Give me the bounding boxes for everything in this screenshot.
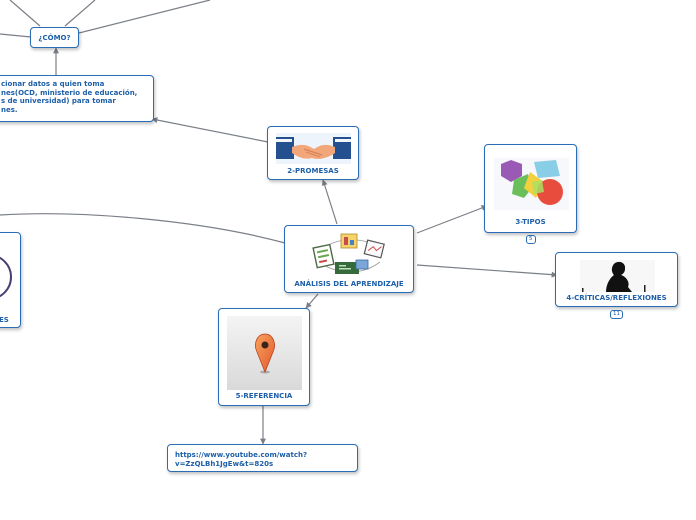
node-datos[interactable]: cionar datos a quien toma nes(OCD, minis… — [0, 75, 154, 122]
connector-como-up3 — [79, 0, 210, 33]
node-como-label: ¿CÓMO? — [31, 34, 78, 42]
node-promesas-label: 2-PROMESAS — [268, 167, 358, 175]
node-promesas[interactable]: 2-PROMESAS — [267, 126, 359, 180]
node-como[interactable]: ¿CÓMO? — [30, 27, 79, 48]
node-datos-line-2: nes(OCD, ministerio de educación, — [1, 89, 147, 98]
thinker-silhouette-image — [580, 260, 655, 292]
node-criticas-count-badge[interactable]: 11 — [610, 310, 623, 319]
node-url-line-1: https://www.youtube.com/watch? — [175, 451, 350, 460]
connector-central-referencia — [306, 294, 318, 308]
node-datos-line-1: cionar datos a quien toma — [1, 80, 147, 89]
connector-como-up1 — [10, 0, 40, 26]
connector-como-left — [0, 34, 31, 37]
node-url-line-2: v=ZzQLBh1JgEw&t=820s — [175, 460, 350, 469]
shapes-image — [494, 158, 569, 210]
learning-analytics-image — [312, 232, 388, 276]
node-referencia-label: 5-REFERENCIA — [219, 392, 309, 400]
node-left-partial[interactable]: ES — [0, 232, 21, 328]
connector-central-tipos — [417, 206, 487, 233]
node-datos-line-4: nes. — [1, 106, 147, 115]
node-datos-line-3: s de universidad) para tomar — [1, 97, 147, 106]
node-criticas[interactable]: 4-CRÍTICAS/REFLEXIONES — [555, 252, 678, 307]
node-tipos-label: 3-TIPOS — [485, 218, 576, 226]
connector-como-up2 — [65, 0, 95, 26]
node-referencia[interactable]: 5-REFERENCIA — [218, 308, 310, 406]
node-url-link[interactable]: https://www.youtube.com/watch? v=ZzQLBh1… — [167, 444, 358, 472]
connector-promesas-datos — [152, 119, 268, 142]
map-pin-image — [227, 316, 302, 390]
node-central-label: ANÁLISIS DEL APRENDIZAJE — [285, 280, 413, 288]
connector-central-left — [0, 214, 285, 243]
node-tipos[interactable]: 3-TIPOS — [484, 144, 577, 233]
circle-image — [0, 233, 21, 328]
node-criticas-label: 4-CRÍTICAS/REFLEXIONES — [556, 294, 677, 302]
handshake-image — [276, 133, 351, 164]
node-tipos-count-badge[interactable]: 5 — [526, 235, 536, 244]
connector-central-promesas — [323, 180, 337, 224]
connector-central-criticas — [417, 265, 557, 275]
node-left-partial-label: ES — [0, 316, 9, 324]
node-central[interactable]: ANÁLISIS DEL APRENDIZAJE — [284, 225, 414, 293]
